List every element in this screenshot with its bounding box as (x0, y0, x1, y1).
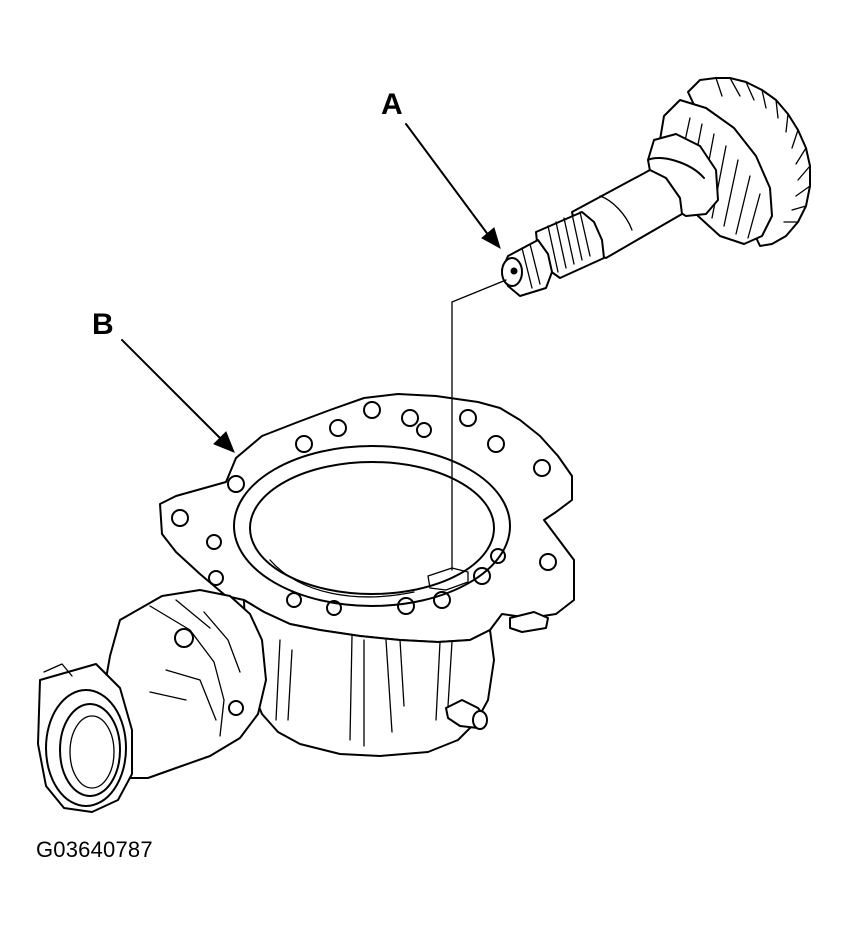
differential-carrier-housing (37, 393, 575, 813)
callout-leaders (121, 123, 507, 571)
pinion-gear-shaft (501, 77, 811, 297)
flange-bolt-holes (171, 401, 557, 616)
figure-id-label: G03640787 (36, 837, 153, 862)
callout-label-a: A (381, 88, 403, 121)
callout-label-b: B (92, 308, 114, 341)
